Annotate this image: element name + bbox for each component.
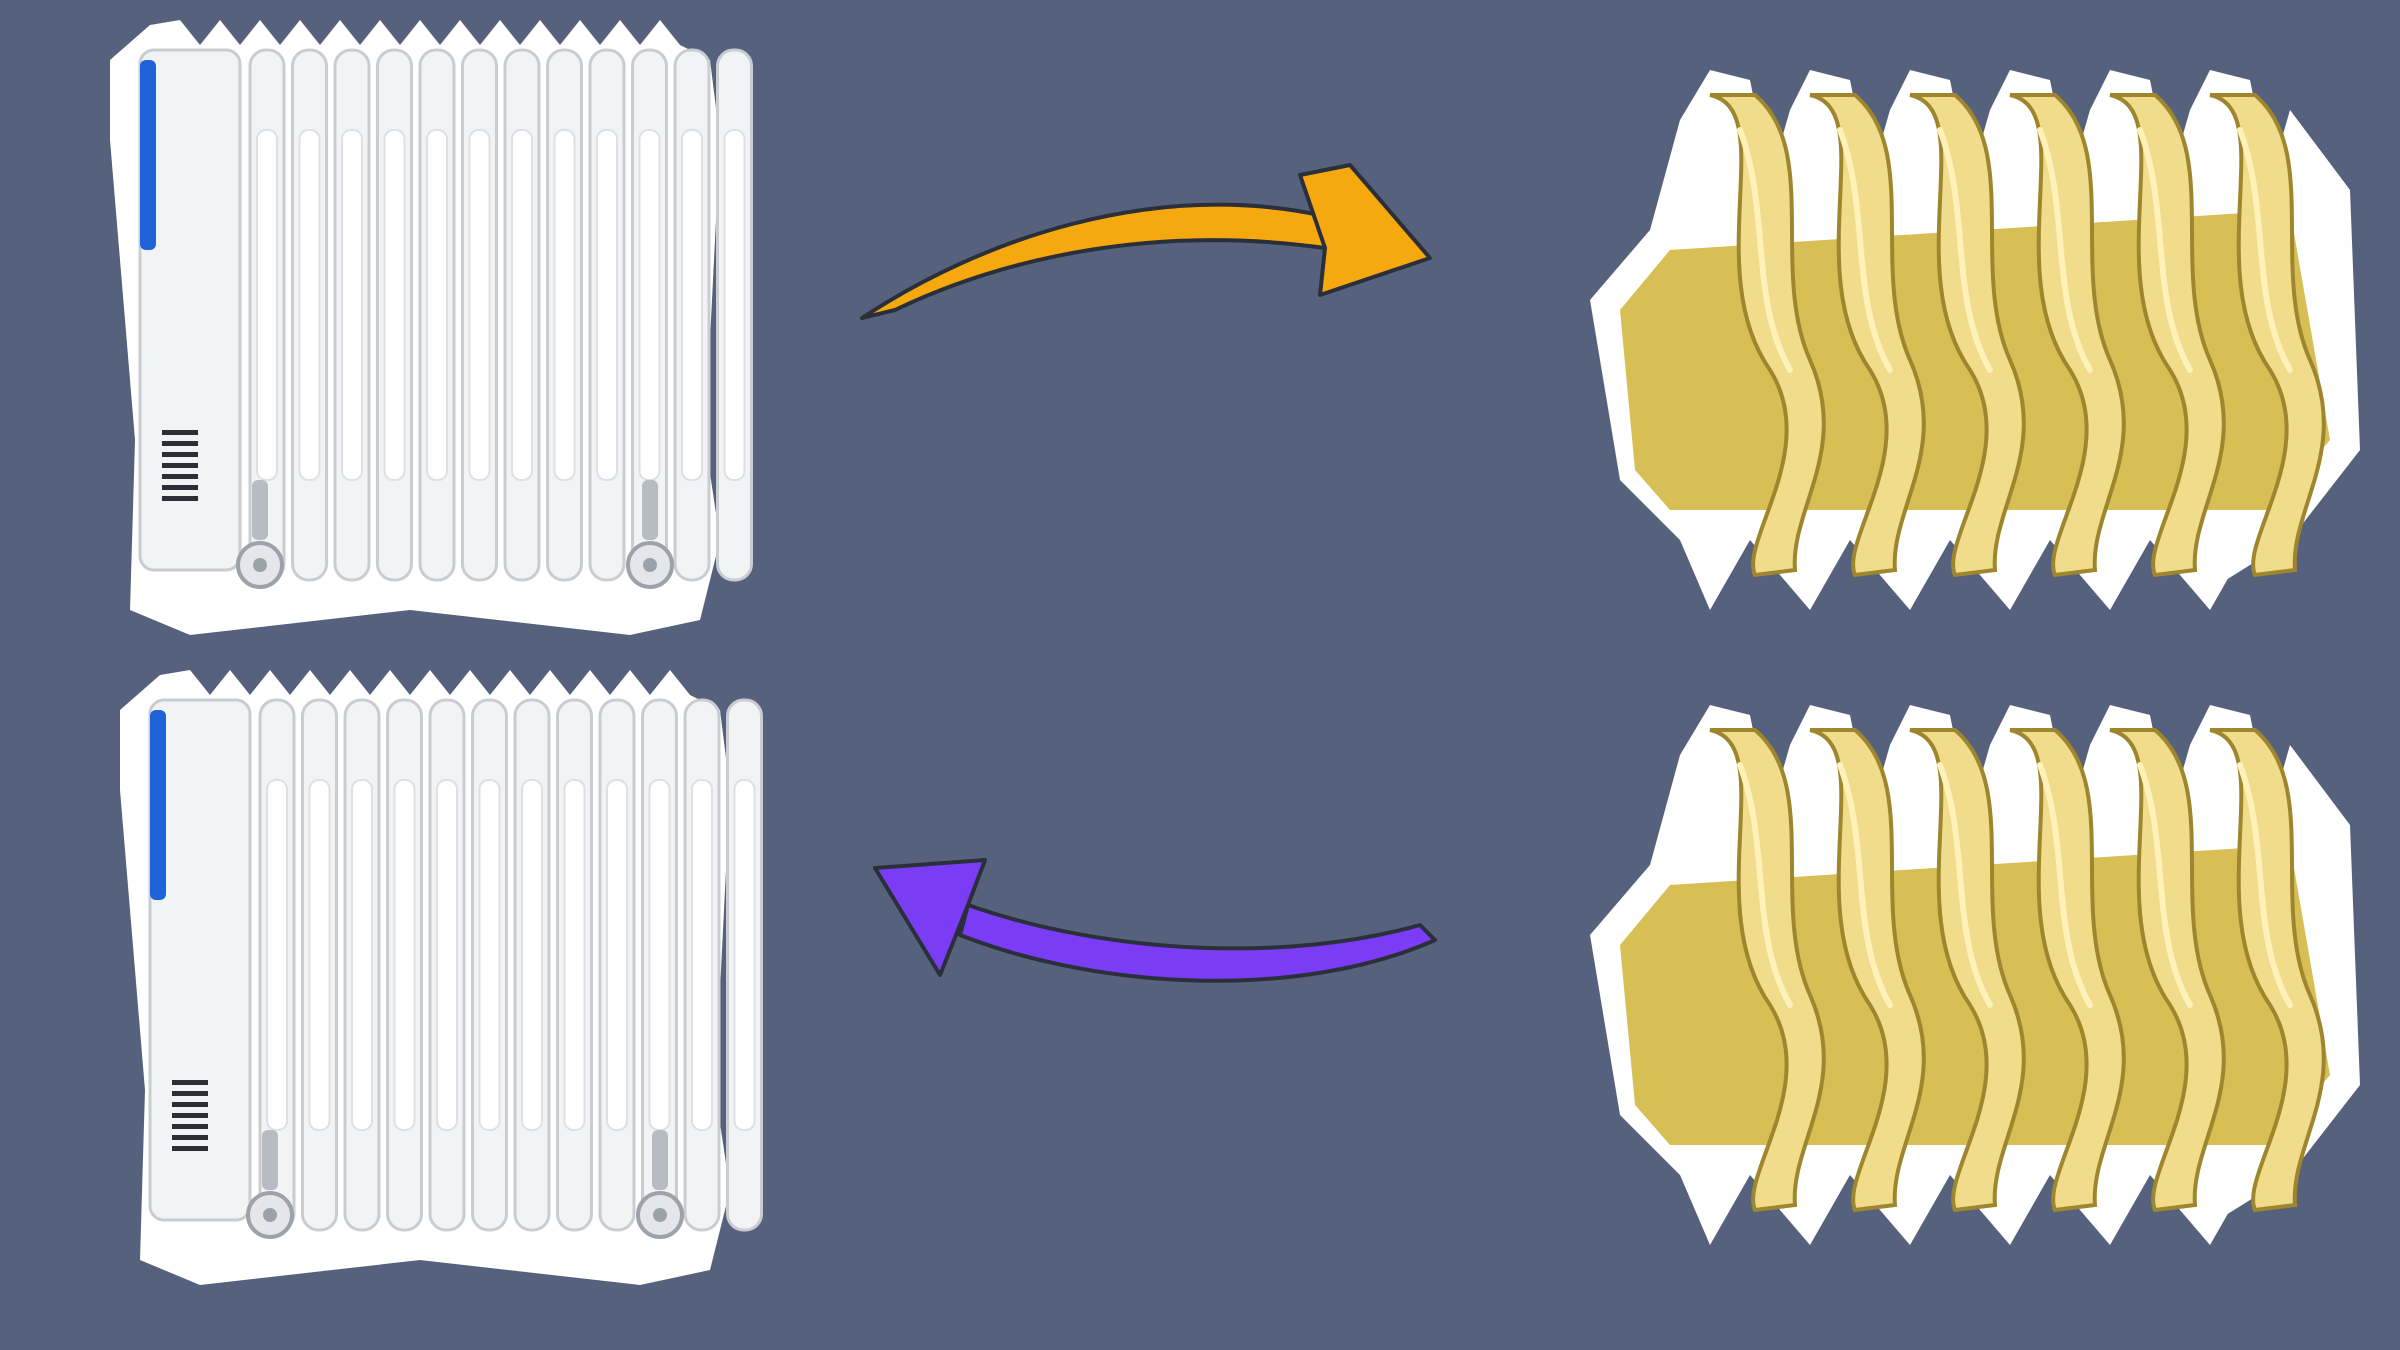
heater-leg [652,1130,668,1190]
heater-fin-highlight [478,779,501,1131]
heater-fin-highlight [341,129,363,481]
pasta-ridge-shine [2237,127,2293,373]
radiatori-pasta-top [1590,70,2360,610]
pasta-ridge-shine [1837,762,1893,1008]
heater-fin-highlight [393,779,416,1131]
heater-vent-slot [172,1135,208,1140]
pasta-ridge [2209,728,2326,1213]
heater-control-panel [138,48,242,572]
heater-vent-slot [172,1124,208,1129]
heater-fin-highlight [648,779,671,1131]
heater-fin-highlight [426,129,448,481]
pasta-ridge [2109,728,2226,1213]
heater-leg [642,480,658,540]
heater-fin-highlight [553,129,576,481]
heater-fin-highlight [606,779,628,1131]
heater-fin-highlight [733,779,756,1131]
heater-vent-slot [172,1146,208,1151]
pasta-ridge [2009,93,2126,578]
heater-vent-slot [162,441,198,446]
purple-arrow-left-icon [873,858,1437,983]
pasta-ridge [2009,728,2126,1213]
heater-fin-highlight [681,129,703,481]
arrow-head [1298,163,1432,297]
heater-wheel-hub [263,1208,277,1222]
heater-vent-slot [162,474,198,479]
heater-fin-highlight [511,129,533,481]
pasta-ridge-shine [1937,762,1993,1008]
heater-fin-highlight [563,779,586,1131]
heater-leg [262,1130,278,1190]
heater-wheel-hub [653,1208,667,1222]
heater-wheel-hub [643,558,657,572]
heater-fin-highlight [266,779,288,1131]
radiatori-pasta-bottom [1590,705,2360,1245]
heater-blue-stripe [140,60,156,250]
pasta-ridge-shine [1737,127,1793,373]
heater-fin-highlight [436,779,458,1131]
heater-fin-highlight [256,129,278,481]
heater-fin-highlight [596,129,618,481]
heater-fin-highlight [383,129,406,481]
pasta-ridge-shine [1837,127,1893,373]
pasta-ridge-shine [2037,127,2093,373]
arrow-head [873,858,987,977]
pasta-ridge-shine [2137,762,2193,1008]
heater-fin-highlight [351,779,373,1131]
heater-vent-slot [162,430,198,435]
heater-vent-slot [172,1102,208,1107]
pasta-ridge [1809,728,1926,1213]
heater-leg [252,480,268,540]
heater-fin-highlight [691,779,713,1131]
heater-blue-stripe [150,710,166,900]
heater-fin-highlight [308,779,331,1131]
heater-vent-slot [162,452,198,457]
heater-fin-highlight [298,129,321,481]
heater-vent-slot [162,463,198,468]
heater-wheel-hub [253,558,267,572]
pasta-ridge [1909,728,2026,1213]
heater-vent-slot [172,1080,208,1085]
heater-vent-slot [162,485,198,490]
orange-arrow-right-icon [860,163,1432,320]
pasta-ridge-shine [2237,762,2293,1008]
pasta-ridge [2109,93,2226,578]
pasta-ridge-shine [2137,127,2193,373]
heater-control-panel [148,698,252,1222]
heater-vent-slot [172,1113,208,1118]
pasta-ridge [1809,93,1926,578]
heater-fin-highlight [468,129,491,481]
pasta-ridge-shine [1737,762,1793,1008]
oil-radiator-heater-bottom [120,670,763,1285]
heater-vent-slot [162,496,198,501]
oil-radiator-heater-top [110,20,753,635]
pasta-ridge [1709,93,1826,578]
pasta-ridge [2209,93,2326,578]
heater-vent-slot [172,1091,208,1096]
pasta-ridge [1709,728,1826,1213]
heater-fin-highlight [723,129,746,481]
heater-fin-highlight [521,779,543,1131]
pasta-ridge [1909,93,2026,578]
heater-fin-highlight [638,129,661,481]
pasta-ridge-shine [2037,762,2093,1008]
pasta-ridge-shine [1937,127,1993,373]
